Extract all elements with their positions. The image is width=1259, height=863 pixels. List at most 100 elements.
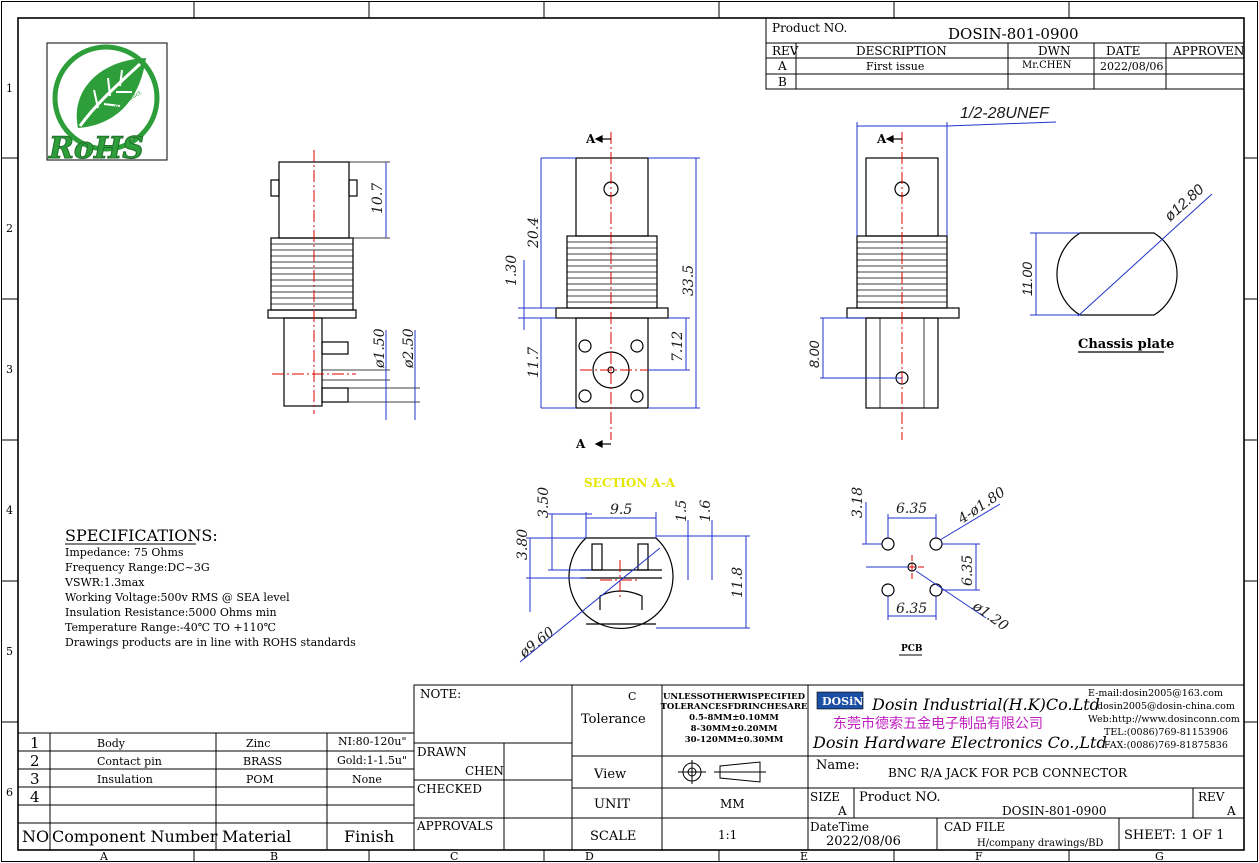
dim-label: 11.8 [730,567,746,598]
dim-label: 1.5 [674,500,690,522]
logo-text: RoHS [48,131,144,166]
pcb-label: PCB [901,644,923,654]
dim-label: 4-ø1.80 [954,484,1008,528]
chassis-label: Chassis plate [1078,337,1174,352]
zone-col-label: F [975,850,983,863]
dim-label: 7.12 [670,331,686,362]
dim-label: 6.35 [896,501,927,517]
tolerance-label: Tolerance [581,712,646,727]
note-label: NOTE: [420,687,461,701]
revision-block [765,17,1245,90]
spec-line: VSWR:1.3max [64,576,145,589]
dim-label: 1.30 [504,255,520,286]
spec-line: Working Voltage:500v RMS @ SEA level [65,591,290,604]
front-view-dims [518,157,700,409]
rev-header: DATE [1106,44,1140,58]
zone-col-label: G [1155,850,1164,863]
bom-cell: POM [246,773,274,786]
view-label: View [593,767,626,782]
rev-cell: B [778,75,787,89]
dim-label: 6.35 [960,555,976,586]
rev-header: DWN [1038,44,1070,58]
name-label: Name: [816,758,860,773]
side-view-centerlines [272,150,356,414]
bom-cell: Body [97,737,126,750]
bom-header: NO [22,827,49,846]
rev-cell: Mr.CHEN [1022,60,1072,71]
spec-line: Temperature Range:-40℃ TO +110℃ [65,621,276,634]
bom-cell: Gold:1-1.5u" [337,754,407,767]
cad-value: H/company drawings/BD [977,838,1103,849]
zone-row-label: 4 [6,504,13,517]
chassis-plate [1056,232,1178,316]
dim-label: 11.7 [526,347,542,378]
revision-text: Product NO. DOSIN-801-0900 REV DESCRIPTI… [772,21,1244,89]
zone-row-label: 2 [6,222,13,235]
size-value: A [837,804,847,818]
bom-cell-no: 2 [30,752,40,770]
title-block: NOTE: C Tolerance UNLESSOTHERWISPECIFIED… [416,687,808,844]
unit-value: MM [720,797,745,811]
back-view-dims [820,121,1057,379]
spec-line: Impedance: 75 Ohms [65,546,184,559]
zone-col-label: E [800,850,808,863]
rev-header: DESCRIPTION [856,44,947,58]
dim-label: 1.6 [698,500,714,522]
dim-label: 3.80 [515,529,531,560]
spec-line: Frequency Range:DC~3G [65,561,210,574]
dim-label: 3.50 [536,487,552,518]
dim-label: 20.4 [526,217,542,249]
dim-label: 11.00 [1019,262,1035,296]
bom-cell-no: 4 [30,788,40,806]
zone-labels: A B C D E F G 1 2 3 4 5 6 [6,82,1164,863]
spec-title: SPECIFICATIONS: [65,526,218,545]
dim-label: 33.5 [681,265,697,296]
specifications: SPECIFICATIONS: Impedance: 75 Ohms Frequ… [64,526,356,649]
product-no-label: Product NO. [859,790,941,805]
title-block-grid [413,684,1245,851]
date-label: DateTime [810,820,869,834]
zone-row-label: 6 [6,786,13,799]
bom-header: Material [222,827,291,846]
thread-label: 1/2-28UNEF [960,105,1050,122]
zone-col-label: B [270,850,278,863]
tolerance-line: 30-120MM±0.30MM [685,735,784,745]
spec-line: Insulation Resistance:5000 Ohms min [65,606,277,619]
bom-cell: Insulation [97,773,153,786]
tolerance-c: C [628,690,636,703]
chassis-dims [1030,193,1213,317]
rev-cell: 2022/08/06 [1100,60,1163,73]
rev-cell: First issue [866,60,924,73]
rohs-logo: Green Product RoHS [46,42,168,167]
rev-label: REV [1198,790,1225,804]
dim-label: ø9.60 [516,624,558,662]
bom-cell: Contact pin [97,755,162,768]
dim-label: ø1.50 [372,328,388,369]
section-label: SECTION A-A [584,476,676,490]
drawn-by: CHEN [465,764,504,778]
sheet-label: SHEET: 1 OF 1 [1124,828,1224,843]
checked-label: CHECKED [417,782,482,796]
company-hw: Dosin Hardware Electronics Co.,Ltd [812,733,1107,752]
size-label: SIZE [810,790,840,804]
dim-label: 10.7 [370,183,386,214]
zone-row-label: 3 [6,363,13,376]
bom-header: Component Number [52,827,218,846]
dim-label: 6.35 [896,601,927,617]
company-cn: 东莞市德索五金电子制品有限公司 [833,715,1043,732]
name-value: BNC R/A JACK FOR PCB CONNECTOR [888,766,1128,780]
projection-symbol-icon [678,760,766,784]
drawn-label: DRAWN [417,745,467,759]
front-view-section-arrows [594,135,611,448]
bom-cell: Zinc [246,737,270,750]
bom-cell: BRASS [243,755,282,768]
zone-row-label: 1 [6,82,13,95]
bom-cell: None [352,773,382,786]
tolerance-line: UNLESSOTHERWISPECIFIED [663,692,806,702]
zone-col-label: A [99,850,109,863]
bom-cell-no: 3 [30,770,40,788]
tolerance-line: 8-30MM±0.20MM [691,724,778,734]
rev-product-label: Product NO. [772,21,847,35]
section-marker: A [876,132,887,146]
dim-label: 8.00 [806,341,822,368]
